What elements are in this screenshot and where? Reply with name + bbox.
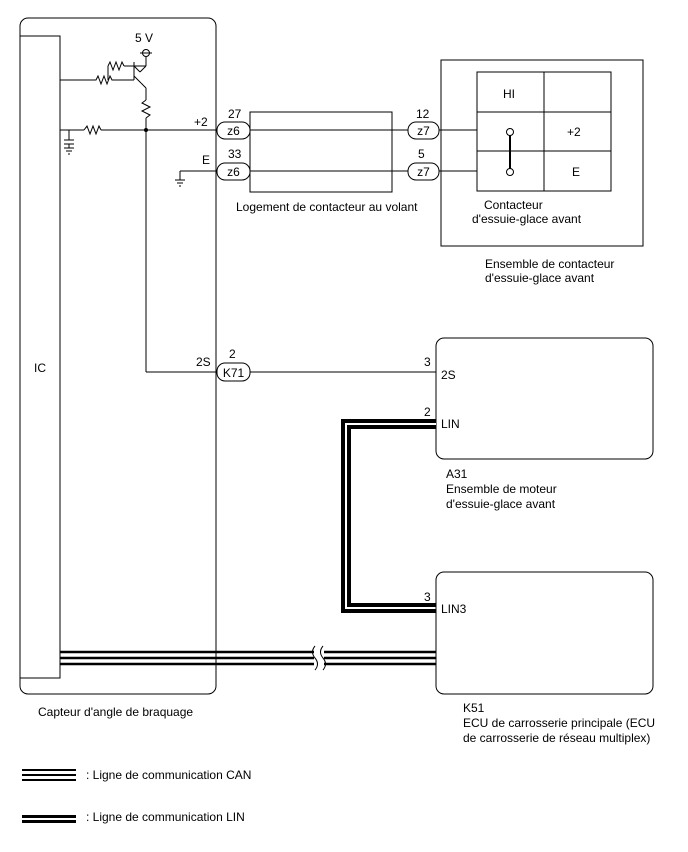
pin-5-label: 5 bbox=[418, 147, 425, 161]
connector-k71 bbox=[216, 362, 251, 382]
wiper-cell-hi: HI bbox=[503, 87, 515, 101]
wiper-switch-label-line2: d'essuie-glace avant bbox=[472, 212, 582, 226]
sensor-pin-2s: 2S bbox=[196, 355, 211, 369]
connector-z6-plus2-label: z6 bbox=[227, 124, 240, 138]
sensor-pin-plus2: +2 bbox=[194, 115, 208, 129]
wiper-contact-e-icon bbox=[506, 168, 514, 176]
steering-angle-sensor-label: Capteur d'angle de braquage bbox=[38, 705, 193, 719]
collector-resistor-icon bbox=[140, 99, 152, 119]
ecu-code: K51 bbox=[463, 701, 485, 715]
ecu-name-line2: de carrosserie de réseau multiplex) bbox=[463, 731, 650, 745]
legend-can-symbol bbox=[22, 769, 76, 781]
switch-housing-box bbox=[249, 111, 393, 193]
lin-bus-line bbox=[341, 419, 436, 613]
motor-pin-lin-number: 2 bbox=[424, 405, 431, 419]
ic-block bbox=[19, 35, 61, 679]
steering-angle-sensor-box bbox=[19, 17, 217, 695]
pin-2-label: 2 bbox=[229, 347, 236, 361]
ecu-name-line1: ECU de carrosserie principale (ECU bbox=[463, 716, 655, 730]
connector-z7-plus2-label: z7 bbox=[417, 124, 430, 138]
wiper-motor-box bbox=[435, 337, 654, 460]
can-bus-line bbox=[60, 645, 436, 671]
wiper-switch-assembly-box bbox=[440, 59, 644, 247]
main-body-ecu-box bbox=[435, 571, 654, 695]
connector-z6-e bbox=[216, 162, 251, 181]
connector-z6-plus2 bbox=[216, 121, 251, 140]
connector-z6-e-label: z6 bbox=[227, 165, 240, 179]
resistor-icon bbox=[107, 60, 125, 72]
motor-pin-lin: LIN bbox=[441, 417, 460, 431]
ecu-pin-lin3: LIN3 bbox=[441, 602, 467, 616]
pin-27-label: 27 bbox=[228, 107, 242, 121]
pin-33-label: 33 bbox=[228, 147, 242, 161]
sensor-pin-e: E bbox=[202, 153, 210, 167]
switch-housing-label: Logement de contacteur au volant bbox=[236, 200, 418, 214]
ecu-pin-lin3-number: 3 bbox=[424, 590, 431, 604]
pin-12-label: 12 bbox=[416, 107, 430, 121]
motor-pin-2s: 2S bbox=[441, 368, 456, 382]
base-resistor-icon bbox=[60, 74, 124, 86]
junction-dot bbox=[144, 128, 148, 132]
ic-label: IC bbox=[34, 361, 46, 375]
legend-can-label: : Ligne de communication CAN bbox=[86, 768, 251, 782]
motor-pin-2s-number: 3 bbox=[424, 355, 431, 369]
motor-code: A31 bbox=[446, 467, 468, 481]
wiper-cell-plus2: +2 bbox=[567, 125, 581, 139]
motor-name-line1: Ensemble de moteur bbox=[446, 482, 557, 496]
connector-k71-label: K71 bbox=[223, 366, 245, 380]
wiper-assembly-label-line1: Ensemble de contacteur bbox=[485, 257, 614, 271]
connector-z7-e-label: z7 bbox=[417, 165, 430, 179]
motor-name-line2: d'essuie-glace avant bbox=[446, 497, 556, 511]
wiper-cell-e: E bbox=[572, 165, 580, 179]
wiper-assembly-label-line2: d'essuie-glace avant bbox=[485, 271, 595, 285]
legend-lin-label: : Ligne de communication LIN bbox=[86, 810, 245, 824]
voltage-label: 5 V bbox=[135, 31, 153, 45]
input-resistor-icon bbox=[83, 124, 102, 136]
wiper-contact-hi-icon bbox=[506, 128, 514, 136]
wiper-switch-label-line1: Contacteur bbox=[484, 198, 543, 212]
